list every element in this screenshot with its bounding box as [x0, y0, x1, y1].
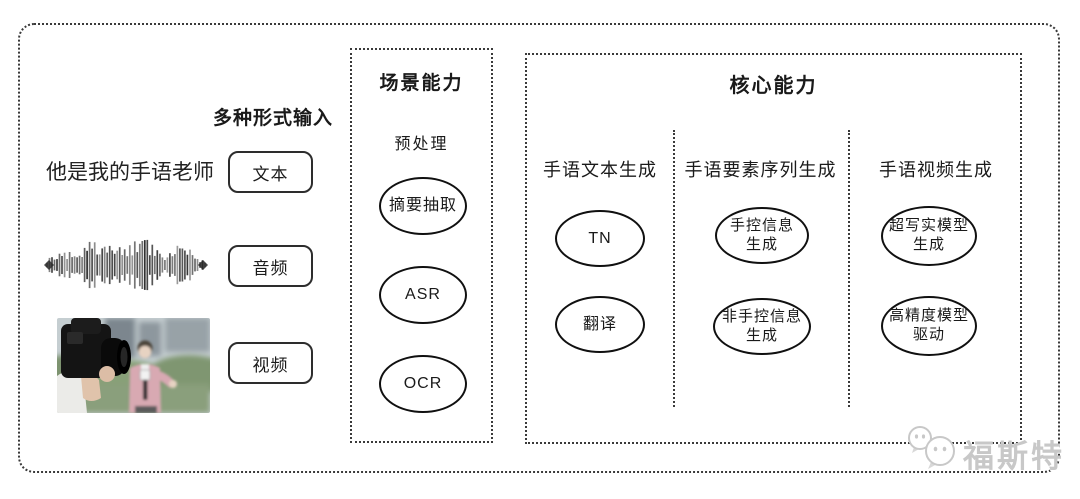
outer-dotted-frame: [18, 23, 1060, 473]
core-node-non-manual-info-generation: 非手控信息 生成: [713, 298, 811, 355]
column-header-sl-text-generation: 手语文本生成: [543, 160, 657, 180]
audio-waveform-graphic: [44, 239, 208, 291]
column-header-sl-element-sequence-generation: 手语要素序列生成: [684, 160, 837, 180]
scene-capability-panel: 场景能力 预处理 摘要抽取 ASR OCR: [350, 48, 493, 443]
input-type-label: 视频: [252, 355, 289, 375]
input-type-label: 文本: [252, 164, 289, 184]
scene-node-ocr: OCR: [379, 355, 467, 413]
text-sample: 他是我的手语老师: [46, 161, 214, 184]
video-thumbnail: [57, 318, 210, 413]
core-node-hyperrealistic-model-generation: 超写实模型 生成: [881, 206, 977, 266]
input-type-box-video: 视频: [228, 342, 313, 384]
core-capability-panel: 核心能力 手语文本生成 手语要素序列生成 手语视频生成 TN 翻译 手控信息 生…: [525, 53, 1022, 444]
watermark-text: 福斯特: [963, 439, 1065, 474]
scene-node-asr: ASR: [379, 266, 467, 324]
core-node-translation: 翻译: [555, 296, 645, 353]
input-type-label: 音频: [252, 258, 289, 278]
column-divider: [848, 130, 850, 407]
scene-panel-subtitle: 预处理: [394, 136, 449, 153]
input-type-box-audio: 音频: [228, 245, 313, 287]
core-node-manual-info-generation: 手控信息 生成: [715, 207, 809, 264]
core-panel-title: 核心能力: [729, 75, 818, 97]
core-node-high-precision-model-driving: 高精度模型 驱动: [881, 296, 977, 356]
column-divider: [673, 130, 675, 407]
camera-scene-graphic: [57, 318, 210, 413]
scene-node-summary-extraction: 摘要抽取: [379, 177, 467, 235]
input-type-box-text: 文本: [228, 151, 313, 193]
core-node-tn: TN: [555, 210, 645, 267]
chat-faces-icon: [908, 426, 955, 469]
input-heading: 多种形式输入: [213, 108, 334, 129]
scene-panel-title: 场景能力: [379, 73, 464, 94]
column-header-sl-video-generation: 手语视频生成: [879, 160, 993, 180]
